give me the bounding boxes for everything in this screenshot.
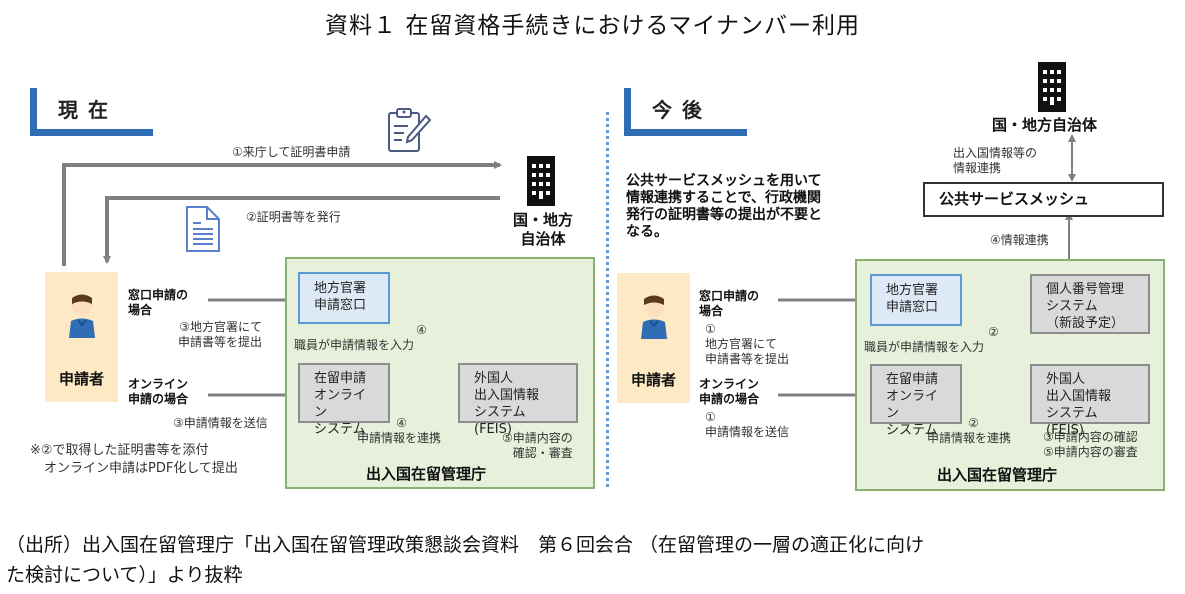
future-staff-input-number: ② [988,325,999,339]
arrow-request-cert [62,161,502,266]
future-heading-bracket [624,88,631,134]
arrow-issue-cert [103,196,500,264]
staff-input-label: 職員が申請情報を入力 [294,338,415,352]
gov-link-label: 出入国情報等の 情報連携 [953,146,1038,175]
review-label: ⑤申請内容の 確認・審査 [502,431,573,460]
online-step-label: ③申請情報を送信 [173,416,268,430]
building-icon [527,156,555,206]
future-description: 公共サービスメッシュを用いて 情報連携することで、行政機関 発行の証明書等の提出… [626,173,822,240]
page-title: 資料１ 在留資格手続きにおけるマイナンバー利用 [325,13,860,39]
staff-input-number: ④ [416,323,427,337]
source-citation: （出所）出入国在留管理庁「出入国在留管理政策懇談会資料 第６回会合 （在留管理の… [6,534,925,586]
government-label: 国・地方 自治体 [512,211,573,248]
section-divider [606,112,609,490]
future-online-case-label: オンライン 申請の場合 [699,377,760,406]
future-applicant-panel: 申請者 [617,273,690,403]
future-counter-step-label: ① 地方官署にて 申請書等を提出 [705,322,790,366]
online-case-label: オンライン 申請の場合 [128,377,189,406]
future-online-step-label: ① 申請情報を送信 [705,410,790,439]
counter-case-label: 窓口申請の 場合 [128,288,189,317]
future-regional-office-counter-box: 地方官署 申請窓口 [870,274,962,326]
future-feis-box: 外国人 出入国情報 システム(FEIS) [1030,364,1150,438]
person-icon [641,295,667,339]
future-counter-case-label: 窓口申請の 場合 [699,289,760,318]
link-info-number: ④ [396,416,407,430]
future-online-application-system-box: 在留申請 オンライン システム [870,364,962,438]
current-heading-underline [30,129,153,136]
step-issue-cert-label: ②証明書等を発行 [246,210,341,224]
counter-step-label: ③地方官署にて 申請書等を提出 [178,320,263,349]
future-review-label: ③申請内容の確認 ⑤申請内容の審査 [1043,430,1138,459]
feis-box: 外国人 出入国情報 システム(FEIS) [458,363,578,437]
person-icon [69,294,95,338]
mesh-link-label: ④情報連携 [990,233,1049,247]
mynumber-management-system-box: 個人番号管理 システム （新設予定） [1030,274,1150,334]
future-link-info-number: ② [968,416,979,430]
link-info-label: 申請情報を連携 [357,431,442,445]
online-application-system-box: 在留申請 オンライン システム [298,363,390,437]
attachment-note: ※②で取得した証明書等を添付 オンライン申請はPDF化して提出 [30,443,238,476]
future-government-label: 国・地方自治体 [992,116,1098,134]
building-icon [1038,62,1066,112]
step-request-cert-label: ①来庁して証明書申請 [232,145,351,159]
agency-name: 出入国在留管理庁 [366,465,487,483]
public-service-mesh-box: 公共サービスメッシュ [923,182,1164,217]
applicant-label: 申請者 [58,370,104,388]
future-heading: 今後 [652,98,712,122]
regional-office-counter-box: 地方官署 申請窓口 [298,272,390,324]
future-staff-input-label: 職員が申請情報を入力 [864,340,985,354]
clipboard-icon [388,108,432,152]
current-heading: 現在 [58,98,118,122]
future-link-info-label: 申請情報を連携 [927,431,1012,445]
future-agency-name: 出入国在留管理庁 [937,466,1058,484]
future-heading-underline [624,129,747,136]
document-icon [186,206,220,252]
current-heading-bracket [30,88,37,134]
future-applicant-label: 申請者 [630,371,676,389]
applicant-panel: 申請者 [45,272,118,402]
